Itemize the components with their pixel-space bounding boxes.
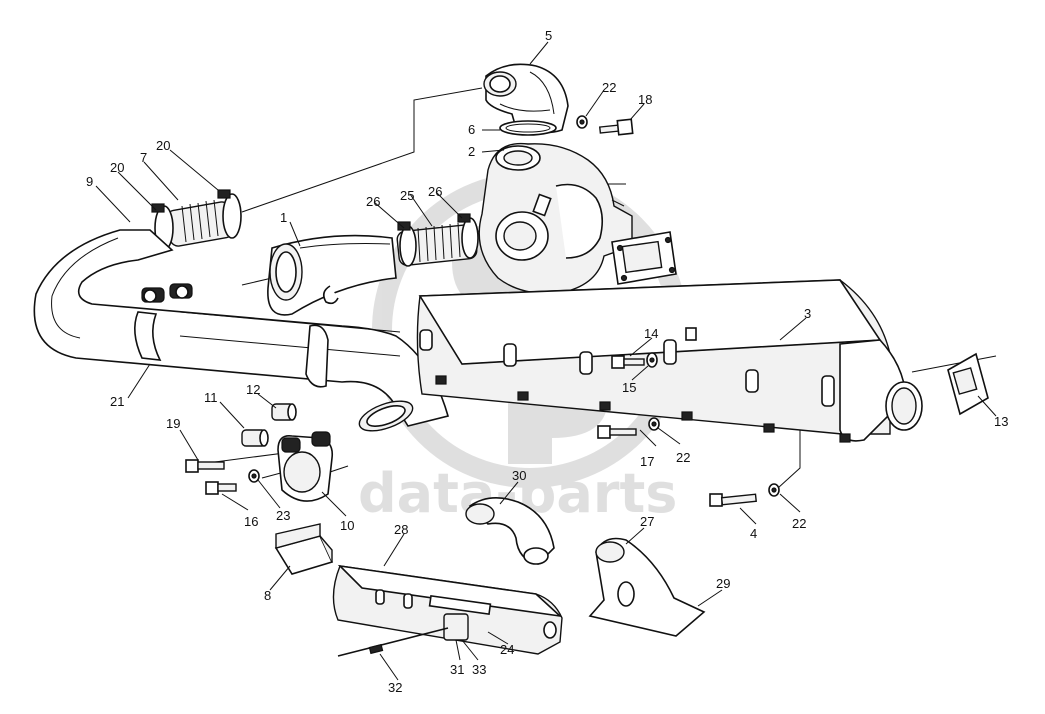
callout-label: 27 [640,514,654,529]
elbow-part-27 [588,537,706,637]
turbocharger-part-2 [478,142,677,295]
callout-label: 20 [110,160,124,175]
clamp-part-20-right [217,189,242,239]
callout-label: 12 [246,382,260,397]
o-ring-part-6 [499,120,557,136]
callout-label: 21 [110,394,124,409]
manifold-part-28 [332,564,563,655]
bolt-part-14 [611,355,645,369]
washer-part-15 [646,352,658,368]
callout-label: 29 [716,576,730,591]
washer-part-23 [248,469,260,483]
callout-label: 31 [450,662,464,677]
callout-label: 15 [622,380,636,395]
bolt-part-16 [205,481,237,495]
callout-label: 3 [804,306,811,321]
bolt-part-18 [598,118,634,136]
callout-label: 22 [676,450,690,465]
exhaust-manifold-part-3 [416,279,923,443]
callout-label: 8 [264,588,271,603]
gasket-part-13 [947,352,989,416]
callout-label: 11 [204,390,218,405]
washer-part-22-top [576,115,588,129]
dipstick-part-32 [337,627,449,657]
callout-label: 9 [86,174,93,189]
bolt-part-19 [185,459,225,473]
callout-label: 14 [644,326,658,341]
callout-label: 5 [545,28,552,43]
callout-label: 22 [602,80,616,95]
plug-part-31 [443,613,469,641]
callout-label: 26 [366,194,380,209]
callout-label-part-1: 1 [280,210,287,225]
callout-label: 30 [512,468,526,483]
sleeve-part-11 [241,429,269,447]
sleeve-part-12 [271,403,297,421]
callout-label: 17 [640,454,654,469]
bolt-part-17 [597,425,637,439]
callout-label: 2 [468,144,475,159]
elbow-part-5 [483,63,569,134]
charge-air-pipe-part-9 [33,229,449,432]
callout-label: 28 [394,522,408,537]
callout-label: 18 [638,92,652,107]
washer-part-22-low [768,483,780,497]
callout-label: 7 [140,150,147,165]
clamp-part-21 [134,283,193,361]
callout-label: 25 [400,188,414,203]
callout-label: 4 [750,526,757,541]
callout-label: 20 [156,138,170,153]
callout-label: 13 [994,414,1008,429]
bracket-part-8 [274,523,334,575]
reducer-pipe-part-1 [267,234,397,316]
callout-label: 23 [276,508,290,523]
callout-leaders [95,41,997,681]
clamp-part-26-right [457,213,479,259]
bracket-part-10 [277,431,334,502]
callout-label: 16 [244,514,258,529]
callout-label: 22 [792,516,806,531]
washer-part-22-mid [648,417,660,431]
clamp-part-26-left [397,221,417,267]
callout-label: 32 [388,680,402,695]
callout-label: 24 [500,642,514,657]
callout-label: 19 [166,416,180,431]
callout-labels: 5 2 3 4 5 6 7 8 9 10 11 12 13 14 15 16 1… [86,28,1008,695]
elbow-part-30 [465,497,555,565]
callout-label: 10 [340,518,354,533]
callout-label: 6 [468,122,475,137]
callout-label: 33 [472,662,486,677]
bolt-part-4 [709,493,757,507]
callout-label: 26 [428,184,442,199]
